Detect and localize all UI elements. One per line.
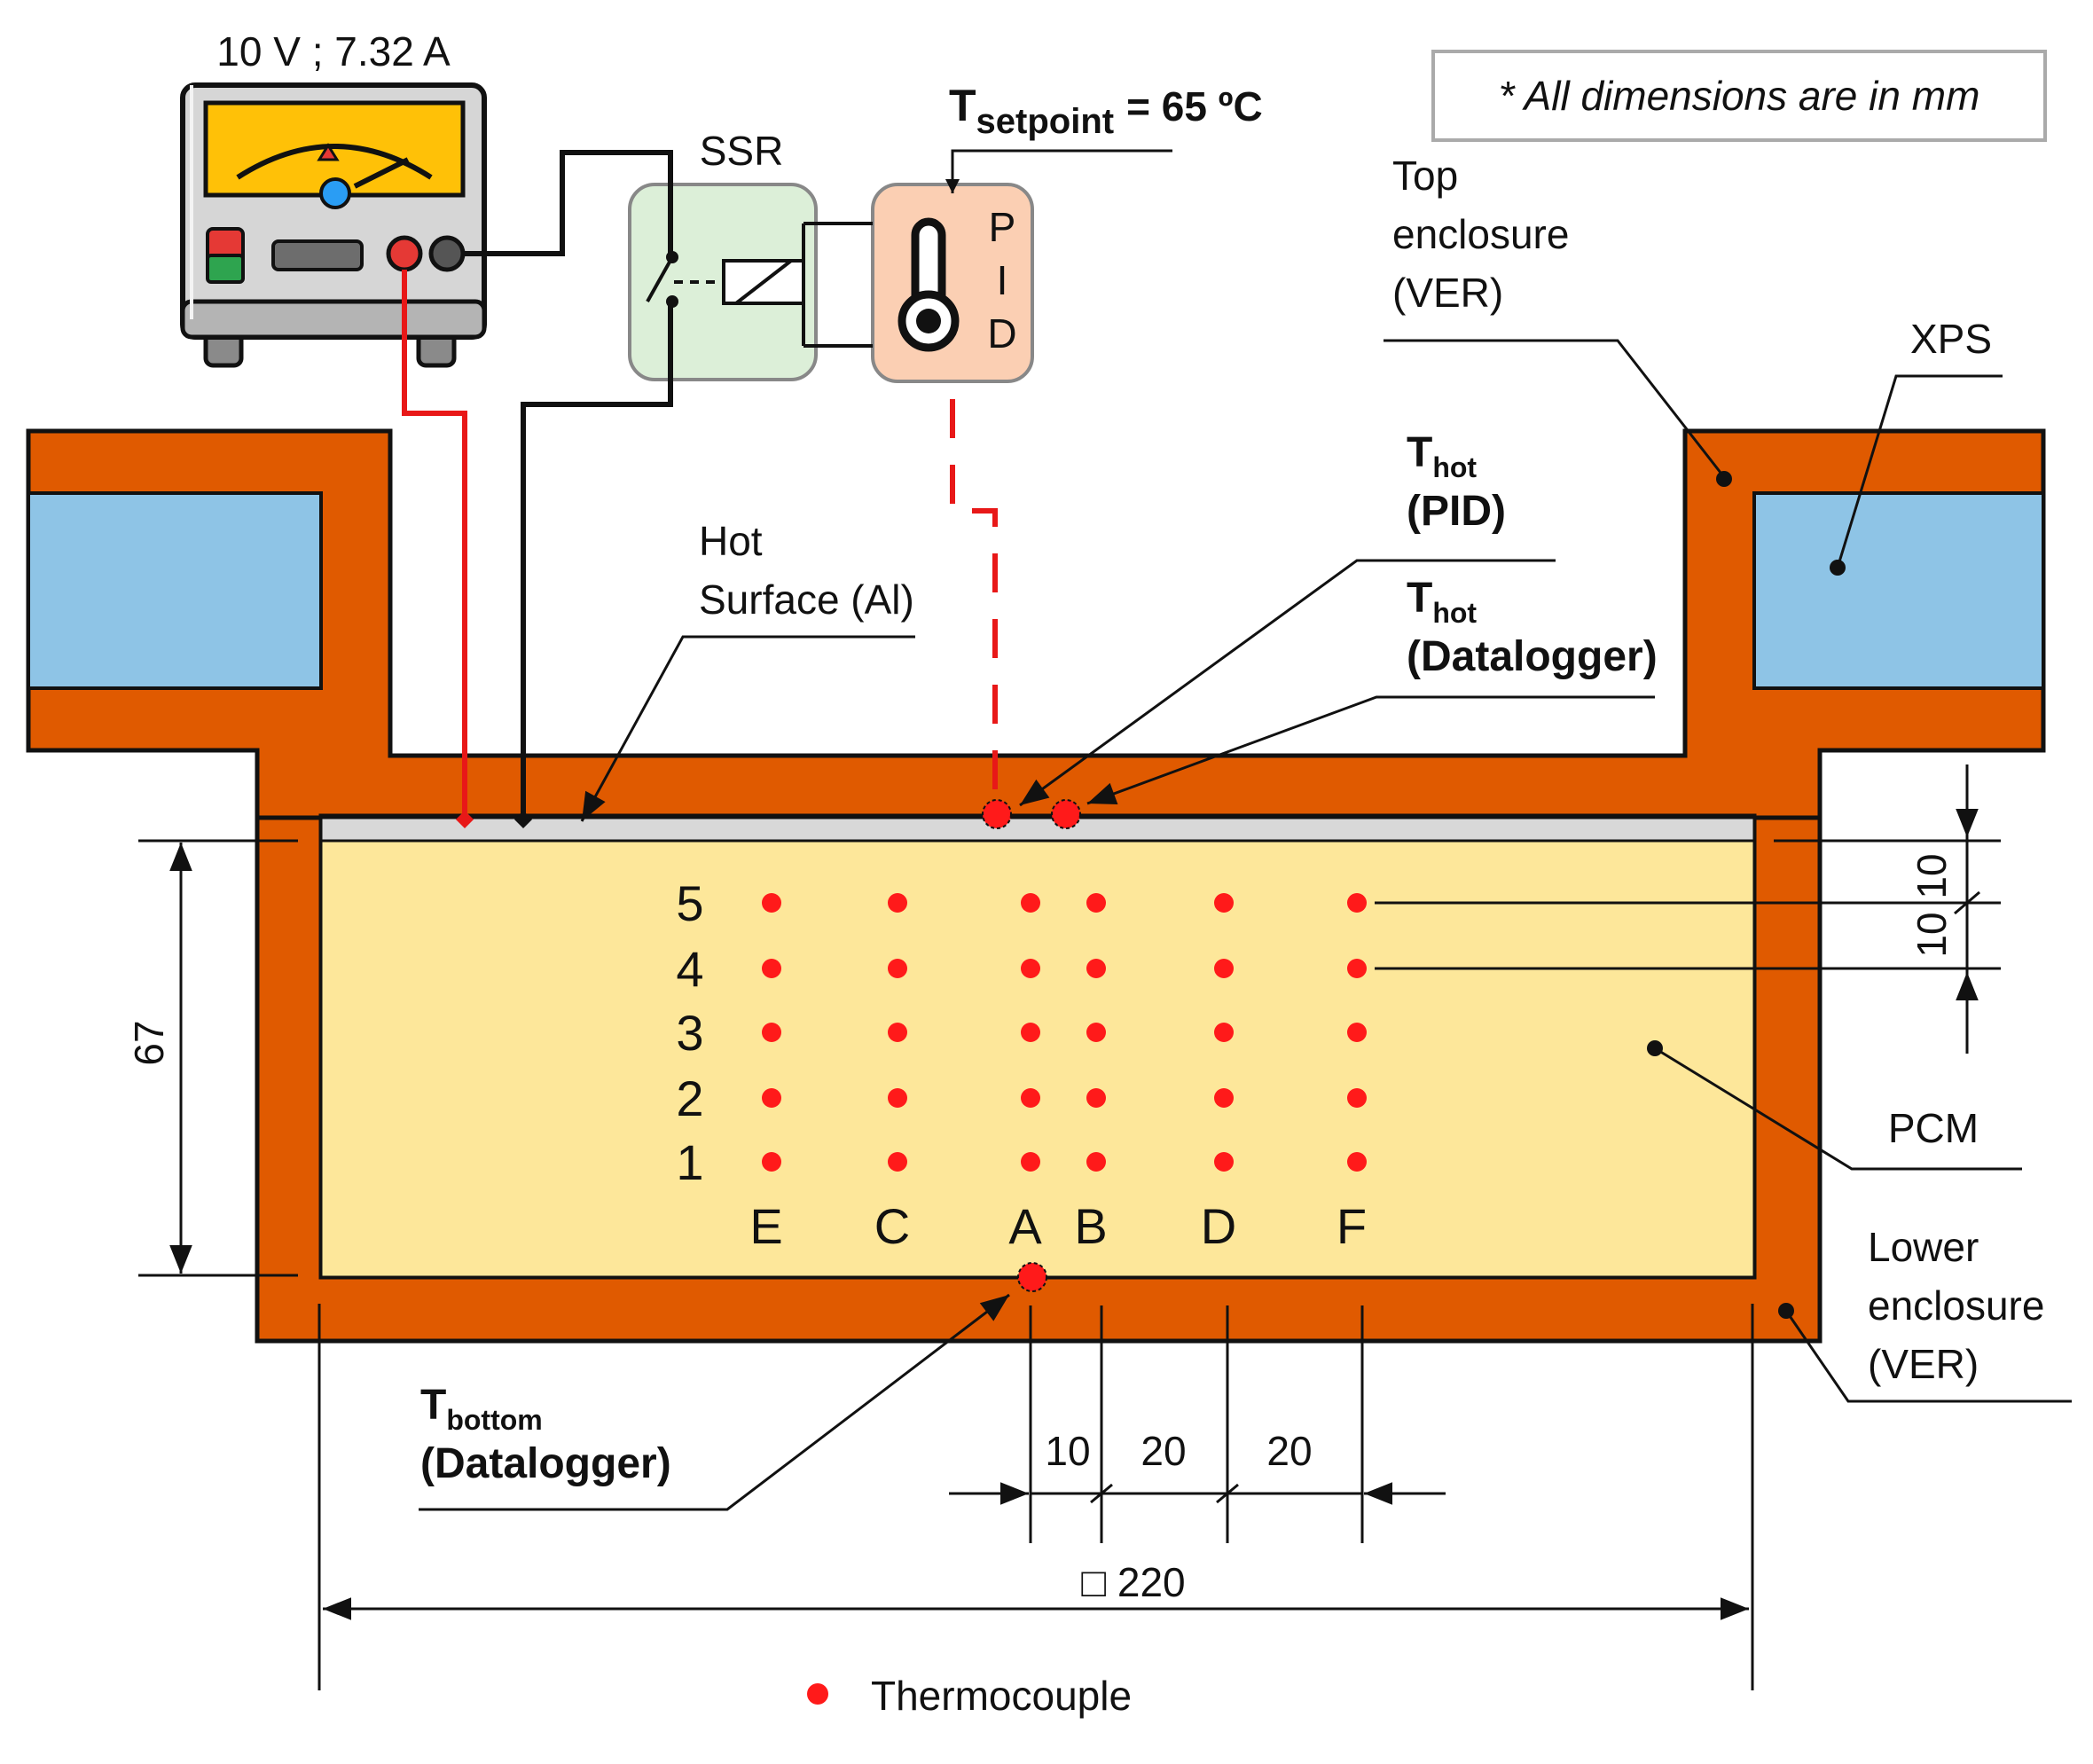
lower-enclosure-leader <box>1784 1310 2072 1403</box>
thermometer-icon <box>898 217 960 352</box>
thermocouple-A5 <box>1021 893 1040 913</box>
xps-leader <box>1836 374 2003 568</box>
t-hot-pid-label: Thot (PID) <box>1407 429 1506 535</box>
thermocouple-B2 <box>1086 1088 1106 1108</box>
thermocouple-A4 <box>1021 959 1040 978</box>
hot-surface-plate <box>319 816 1756 843</box>
thermocouple-D3 <box>1214 1023 1234 1042</box>
thermocouple-B3 <box>1086 1023 1106 1042</box>
xps-insulation-right <box>1752 491 2045 690</box>
t-hot-datalogger-sensor <box>1051 799 1081 829</box>
t-bottom-leader <box>419 1293 1010 1511</box>
row-label-1: 1 <box>676 1134 703 1190</box>
setpoint-label: Tsetpoint= 65 ºC <box>949 81 1263 141</box>
thermocouple-B5 <box>1086 893 1106 913</box>
top-enclosure-leader <box>1384 339 1726 478</box>
t-hot-datalogger-leader <box>1086 695 1655 805</box>
dim-width-220: □ 220 <box>1081 1559 1185 1605</box>
t-bottom-sensor <box>1017 1262 1047 1292</box>
pid-letter-p: P <box>989 204 1016 250</box>
thermocouple-D2 <box>1214 1088 1234 1108</box>
hot-surface-leader <box>580 635 915 822</box>
pid-letter-d: D <box>987 310 1016 357</box>
thermocouple-E5 <box>762 893 781 913</box>
thermocouple-E4 <box>762 959 781 978</box>
xps-insulation-left <box>27 491 323 690</box>
ssr-label: SSR <box>700 128 784 174</box>
top-enclosure <box>26 428 2046 820</box>
t-hot-pid-leader <box>1019 559 1556 807</box>
hot-surface-label: Hot Surface (Al) <box>699 518 914 623</box>
power-supply-reading: 10 V ; 7.32 A <box>216 28 451 74</box>
thermocouple-A1 <box>1021 1152 1040 1172</box>
lower-enclosure-label: Lower enclosure (VER) <box>1868 1224 2056 1387</box>
power-supply <box>180 82 487 368</box>
thermocouple-C1 <box>888 1152 907 1172</box>
positive-terminal <box>386 235 423 272</box>
thermocouple-E1 <box>762 1152 781 1172</box>
t-bottom-label: Tbottom (Datalogger) <box>420 1382 671 1487</box>
xps-label: XPS <box>1910 316 1992 362</box>
row-label-2: 2 <box>676 1070 703 1126</box>
thermocouple-E3 <box>762 1023 781 1042</box>
red-wire-junction <box>456 811 474 828</box>
thermocouple-C4 <box>888 959 907 978</box>
thermocouple-F3 <box>1347 1023 1367 1042</box>
thermocouple-A3 <box>1021 1023 1040 1042</box>
row-label-4: 4 <box>676 941 703 997</box>
negative-terminal <box>428 235 466 272</box>
thermocouple-B1 <box>1086 1152 1106 1172</box>
legend-thermocouple-marker <box>807 1683 828 1705</box>
pid-letter-i: I <box>997 257 1008 303</box>
note-box <box>1431 50 2047 142</box>
thermocouple-C3 <box>888 1023 907 1042</box>
pcm-leader <box>1654 1047 2022 1171</box>
dim-bottom-spacing-1: 10 <box>1045 1428 1090 1474</box>
thermocouple-A2 <box>1021 1088 1040 1108</box>
row-label-5: 5 <box>676 875 703 931</box>
ssr-internals <box>646 251 805 308</box>
t-hot-datalogger-label: Thot (Datalogger) <box>1407 575 1658 680</box>
thermocouple-D5 <box>1214 893 1234 913</box>
thermocouple-F1 <box>1347 1152 1367 1172</box>
column-label-D: D <box>1201 1198 1236 1254</box>
column-label-F: F <box>1337 1198 1367 1254</box>
legend-thermocouple-label: Thermocouple <box>871 1673 1132 1719</box>
column-label-C: C <box>874 1198 910 1254</box>
dim-top-spacing-1: 10 <box>1909 853 1955 898</box>
dim-bottom-spacing-2: 20 <box>1141 1428 1186 1474</box>
dimension-lines <box>138 764 2001 1690</box>
pcm-label: PCM <box>1888 1105 1979 1151</box>
dimensions-note: * All dimensions are in mm <box>1499 73 1980 119</box>
thermocouple-C2 <box>888 1088 907 1108</box>
column-label-A: A <box>1008 1198 1042 1254</box>
thermocouple-E2 <box>762 1088 781 1108</box>
row-label-3: 3 <box>676 1005 703 1061</box>
thermocouple-F2 <box>1347 1088 1367 1108</box>
thermocouple-C5 <box>888 893 907 913</box>
black-wire-junction <box>514 811 532 828</box>
thermocouple-D1 <box>1214 1152 1234 1172</box>
thermocouple-B4 <box>1086 959 1106 978</box>
column-label-E: E <box>749 1198 782 1254</box>
t-hot-pid-sensor <box>982 799 1012 829</box>
thermocouple-D4 <box>1214 959 1234 978</box>
column-label-B: B <box>1074 1198 1107 1254</box>
pcm-region <box>319 839 1756 1279</box>
dim-bottom-spacing-3: 20 <box>1266 1428 1312 1474</box>
thermocouple-F4 <box>1347 959 1367 978</box>
setpoint-leader <box>945 149 1172 193</box>
top-enclosure-label: Top enclosure (VER) <box>1392 153 1580 316</box>
thermocouple-F5 <box>1347 893 1367 913</box>
dim-height-67: 67 <box>126 1020 172 1065</box>
dim-top-spacing-2: 10 <box>1909 912 1955 957</box>
wiring <box>402 150 998 818</box>
